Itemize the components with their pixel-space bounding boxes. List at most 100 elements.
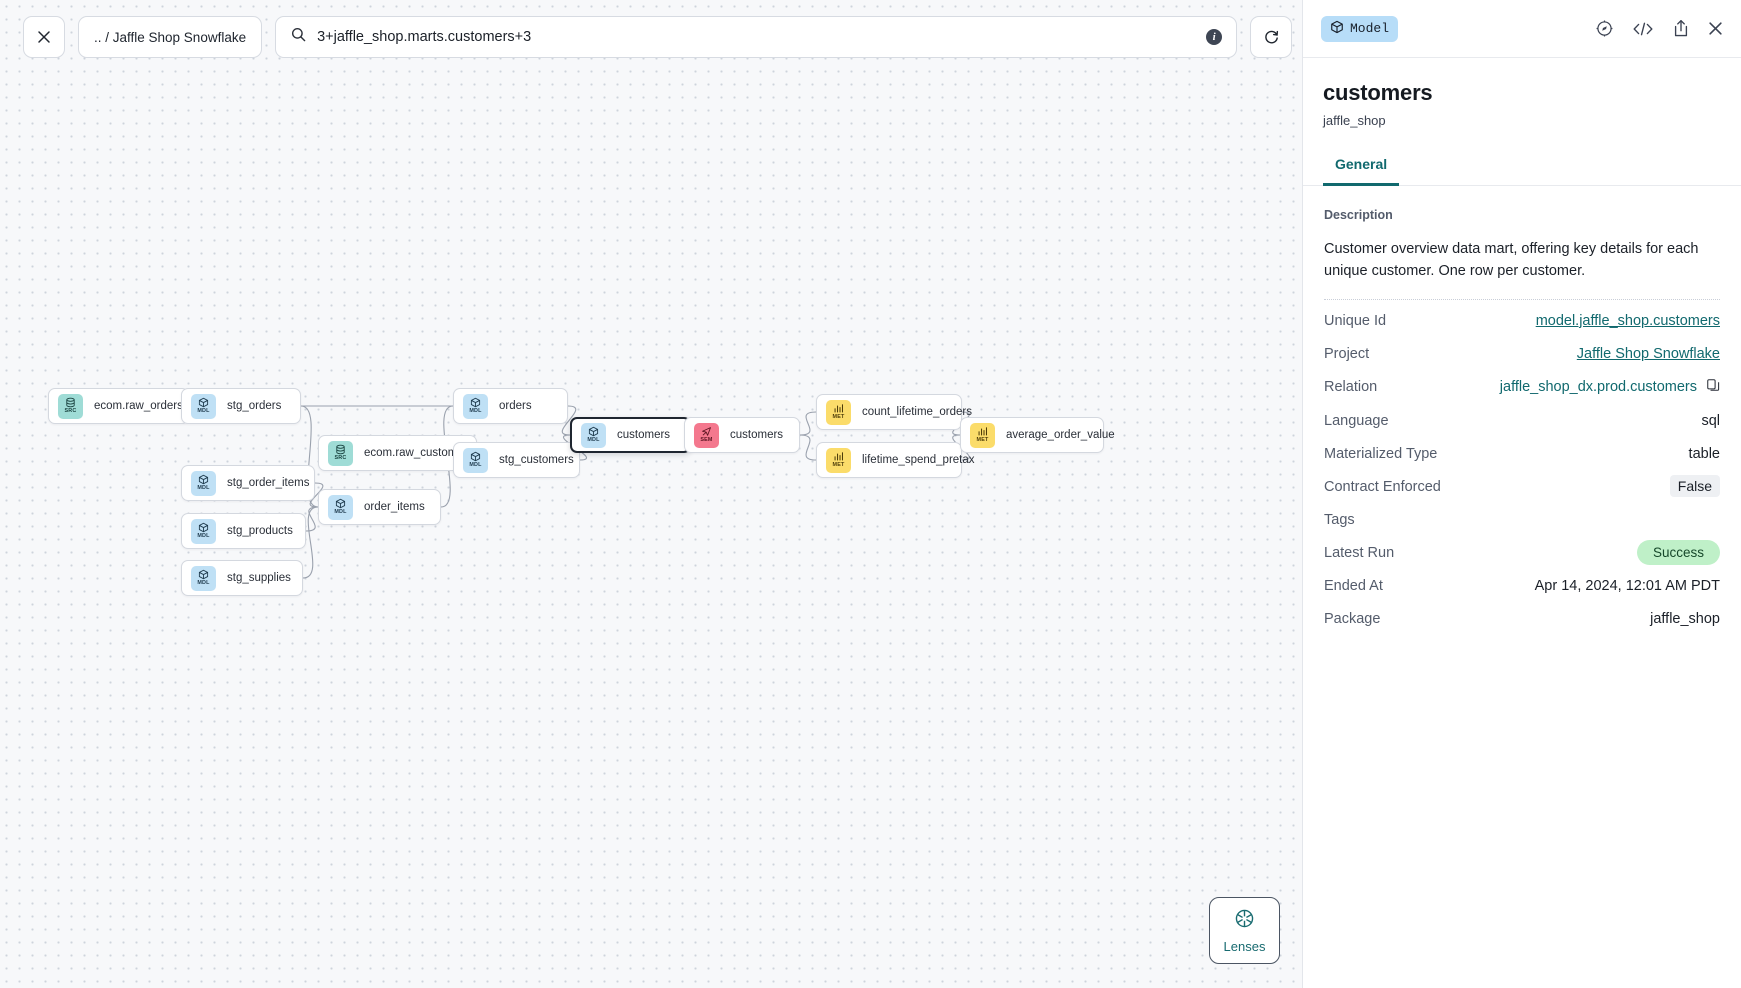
lineage-node-stg_products[interactable]: MDL stg_products — [181, 513, 306, 549]
property-value: jaffle_shop — [1650, 610, 1720, 627]
property-key: Relation — [1324, 379, 1378, 396]
tab-general[interactable]: General — [1323, 156, 1400, 186]
search-bar[interactable]: i — [275, 16, 1238, 58]
property-value: Success — [1636, 539, 1720, 565]
property-value: Apr 14, 2024, 12:01 AM PDT — [1534, 577, 1720, 594]
property-key: Contract Enforced — [1324, 478, 1441, 495]
node-type-badge-mdl: MDL — [581, 422, 606, 448]
lineage-node-label: ecom.raw_orders — [94, 400, 183, 412]
share-icon[interactable] — [1672, 19, 1690, 38]
lineage-node-label: stg_customers — [499, 454, 574, 466]
search-icon — [291, 27, 306, 47]
panel-header-actions — [1595, 19, 1723, 38]
lineage-node-label: customers — [730, 429, 784, 441]
lineage-edge — [799, 411, 817, 436]
property-row: Unique Id model.jaffle_shop.customers — [1324, 304, 1720, 337]
property-key: Language — [1324, 412, 1389, 429]
lineage-node-label: lifetime_spend_pretax — [862, 454, 975, 466]
property-row: Materialized Type table — [1324, 437, 1720, 470]
property-value: table — [1688, 445, 1720, 462]
close-lineage-button[interactable] — [23, 16, 65, 58]
value-chip: False — [1669, 475, 1720, 498]
node-type-badge-met: MET — [970, 422, 995, 448]
lineage-node-label: order_items — [364, 501, 425, 513]
property-value[interactable]: Jaffle Shop Snowflake — [1576, 345, 1720, 362]
lineage-node-label: stg_order_items — [227, 477, 310, 489]
breadcrumb-label: .. / Jaffle Shop Snowflake — [94, 29, 247, 45]
relation-text: jaffle_shop_dx.prod.customers — [1499, 379, 1697, 396]
lineage-node-label: stg_orders — [227, 400, 282, 412]
property-key: Latest Run — [1324, 544, 1395, 561]
property-key: Materialized Type — [1324, 445, 1438, 462]
lineage-node-customers_model[interactable]: MDL customers — [570, 417, 691, 453]
page-title: customers — [1323, 80, 1433, 105]
lineage-node-label: ecom.raw_customers — [364, 447, 474, 459]
lineage-node-label: customers — [617, 429, 671, 441]
status-badge: Success — [1636, 539, 1720, 565]
lineage-node-stg_supplies[interactable]: MDL stg_supplies — [181, 560, 303, 596]
lineage-node-label: stg_products — [227, 525, 293, 537]
property-row: Package jaffle_shop — [1324, 602, 1720, 635]
property-value: sql — [1701, 412, 1720, 429]
property-value: False — [1669, 475, 1720, 498]
info-icon[interactable]: i — [1206, 29, 1223, 45]
lenses-button[interactable]: Lenses — [1209, 897, 1280, 964]
panel-tabs: General — [1303, 156, 1741, 186]
details-panel: Model — [1302, 0, 1741, 988]
property-key: Tags — [1324, 511, 1355, 528]
lineage-node-average_order_value[interactable]: MET average_order_value — [960, 417, 1115, 453]
lineage-node-label: count_lifetime_orders — [862, 406, 972, 418]
lineage-node-label: average_order_value — [1006, 429, 1115, 441]
property-key: Package — [1324, 610, 1381, 627]
lineage-node-lifetime_spend_pretax[interactable]: MET lifetime_spend_pretax — [816, 442, 975, 478]
property-key: Unique Id — [1324, 312, 1387, 329]
search-input[interactable] — [317, 29, 1196, 45]
property-row: Relation jaffle_shop_dx.prod.customers — [1324, 370, 1720, 404]
node-type-badge-src: SRC — [328, 440, 353, 466]
node-type-label: Model — [1350, 21, 1390, 36]
node-type-badge-mdl: MDL — [191, 518, 216, 544]
property-value[interactable]: jaffle_shop_dx.prod.customers — [1500, 378, 1720, 396]
close-icon — [37, 30, 51, 44]
lineage-node-label: orders — [499, 400, 532, 412]
property-key: Project — [1324, 345, 1370, 362]
property-row: Ended At Apr 14, 2024, 12:01 AM PDT — [1324, 569, 1720, 602]
lineage-node-label: stg_supplies — [227, 572, 291, 584]
canvas-toolbar: .. / Jaffle Shop Snowflake i — [23, 16, 1293, 58]
aperture-icon — [1234, 908, 1255, 934]
property-row: Language sql — [1324, 404, 1720, 437]
lineage-node-order_items[interactable]: MDL order_items — [318, 489, 441, 525]
property-row: Contract Enforced False — [1324, 470, 1720, 503]
node-type-badge-mdl: MDL — [191, 565, 216, 591]
property-key: Ended At — [1324, 577, 1383, 594]
copy-icon[interactable] — [1706, 378, 1720, 396]
compass-icon[interactable] — [1595, 19, 1614, 38]
divider — [1324, 299, 1720, 301]
details-panel-header: Model — [1303, 0, 1741, 58]
panel-subtitle: jaffle_shop — [1323, 113, 1386, 128]
breadcrumb[interactable]: .. / Jaffle Shop Snowflake — [78, 16, 263, 58]
lineage-node-ecom_raw_customers[interactable]: SRC ecom.raw_customers — [318, 435, 477, 471]
node-type-chip[interactable]: Model — [1321, 15, 1399, 42]
node-type-badge-mdl: MDL — [328, 494, 353, 520]
property-row: Project Jaffle Shop Snowflake — [1324, 337, 1720, 370]
lineage-node-stg_orders[interactable]: MDL stg_orders — [181, 388, 301, 424]
description-label: Description — [1324, 208, 1393, 222]
node-type-badge-mdl: MDL — [191, 393, 216, 419]
lenses-label: Lenses — [1223, 938, 1266, 954]
property-value[interactable]: model.jaffle_shop.customers — [1535, 312, 1720, 329]
refresh-button[interactable] — [1250, 16, 1293, 58]
panel-body: Description Customer overview data mart,… — [1303, 186, 1741, 635]
close-icon[interactable] — [1708, 21, 1723, 36]
code-icon[interactable] — [1632, 20, 1654, 38]
node-type-badge-met: MET — [826, 447, 851, 473]
